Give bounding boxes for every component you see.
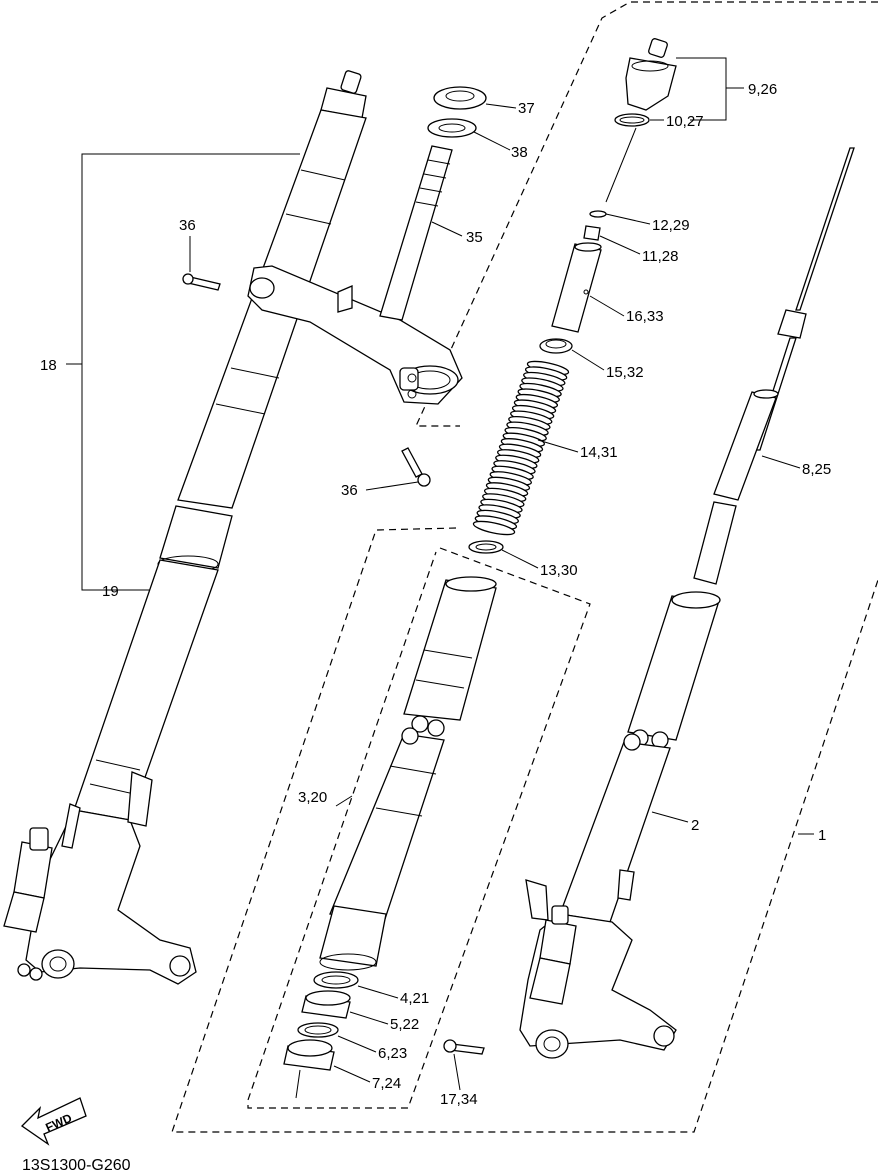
callout-35: 35 — [466, 229, 483, 246]
callout-4-21: 4,21 — [400, 990, 429, 1007]
callout-14-31: 14,31 — [580, 444, 618, 461]
callout-11-28: 11,28 — [642, 248, 678, 265]
callout-6-23: 6,23 — [378, 1045, 407, 1062]
callout-16-33: 16,33 — [626, 308, 664, 325]
outer-tube-3 — [283, 576, 497, 1071]
callout-38: 38 — [511, 144, 528, 161]
callout-17-34: 17,34 — [440, 1091, 478, 1108]
callout-13-30: 13,30 — [540, 562, 578, 579]
callout-10-27: 10,27 — [666, 113, 704, 130]
callout-2: 2 — [691, 817, 699, 834]
callout-12-29: 12,29 — [652, 217, 690, 234]
callout-1: 1 — [818, 827, 826, 844]
callout-18: 18 — [40, 357, 57, 374]
callout-8-25: 8,25 — [802, 461, 831, 478]
inner-tube-2 — [443, 147, 855, 1059]
spring-coil — [472, 520, 516, 536]
fwd-arrow-icon: FWD — [20, 1097, 87, 1146]
callout-36-upper: 36 — [179, 217, 196, 234]
callout-37: 37 — [518, 100, 535, 117]
fork-spring-14 — [472, 360, 570, 536]
callout-9-26: 9,26 — [748, 81, 777, 98]
callout-19: 19 — [102, 583, 119, 600]
callout-5-22: 5,22 — [390, 1016, 419, 1033]
assembled-fork-left — [3, 70, 463, 985]
callout-labels: 37 38 35 36 36 18 19 9,26 10,27 12,29 11… — [22, 81, 831, 1172]
callout-3-20: 3,20 — [298, 789, 327, 806]
center-internals — [468, 38, 677, 554]
steering-stem-parts — [182, 86, 487, 487]
leader-lines — [66, 57, 814, 1099]
diagram-code: 13S1300-G260 — [22, 1157, 131, 1172]
callout-36-lower: 36 — [341, 482, 358, 499]
group-outlines — [171, 1, 878, 1133]
callout-15-32: 15,32 — [606, 364, 644, 381]
callout-7-24: 7,24 — [372, 1075, 401, 1092]
